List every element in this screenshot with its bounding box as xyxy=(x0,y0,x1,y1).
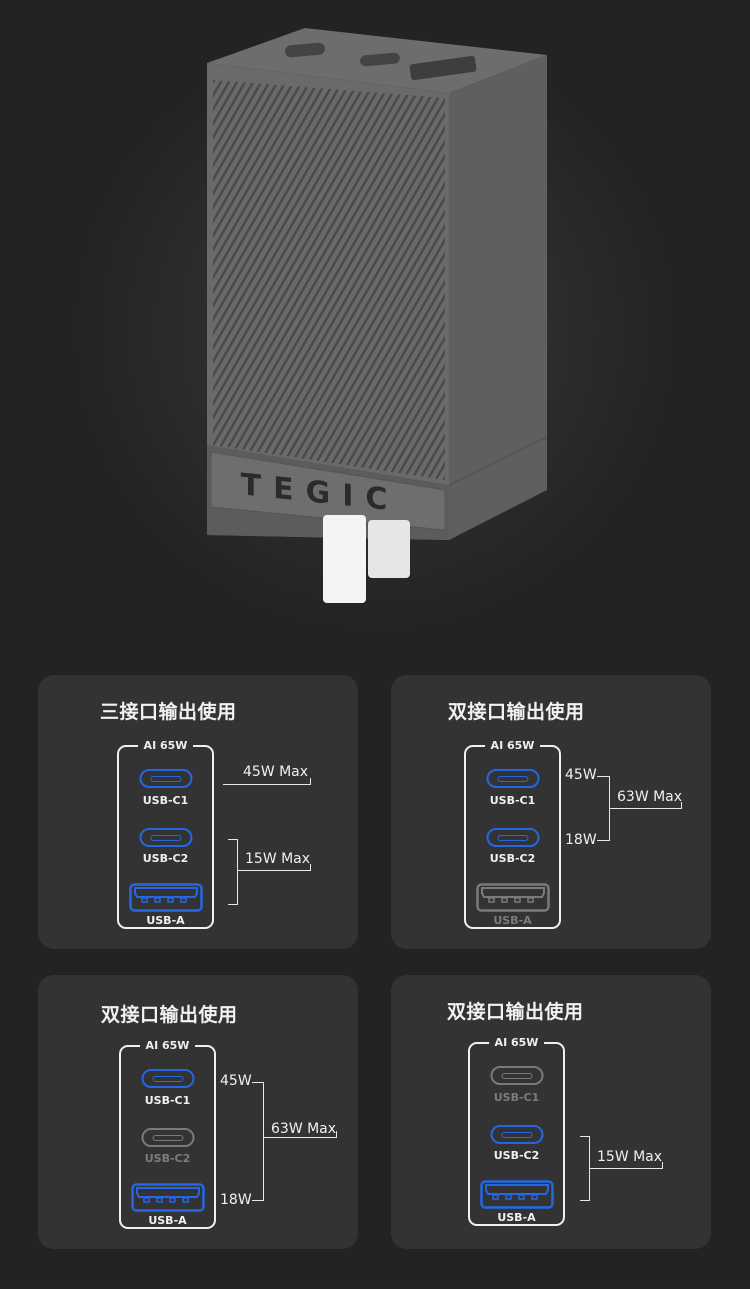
port-label: USB-C2 xyxy=(142,852,189,865)
product-image: TEGIC xyxy=(75,28,675,630)
c1-watt-label: 45W xyxy=(220,1073,252,1089)
c1-max-label: 45W Max xyxy=(243,764,309,780)
usb-c2-port-icon xyxy=(490,1125,543,1144)
box-label: AI 65W xyxy=(139,1038,196,1054)
card-title: 双接口输出使用 xyxy=(447,1001,584,1023)
usb-c1-port-icon xyxy=(486,769,539,788)
port-label: USB-A xyxy=(148,1214,187,1227)
port-box: AI 65W USB-C1 USB-C2 USB-A xyxy=(119,1038,216,1229)
total-max-label: 63W Max xyxy=(617,789,683,805)
box-label: AI 65W xyxy=(484,738,541,754)
a-watt-label: 18W xyxy=(220,1192,252,1208)
port-box: AI 65W USB-C1 USB-C2 USB-A xyxy=(117,738,214,929)
usb-c2-port-icon xyxy=(141,1128,194,1147)
group-max-label: 15W Max xyxy=(245,851,311,867)
usb-a-port-icon xyxy=(128,883,203,912)
port-label: USB-C2 xyxy=(489,852,536,865)
port-label: USB-A xyxy=(146,914,185,927)
usb-c1-port-icon xyxy=(141,1069,194,1088)
usb-a-port-icon xyxy=(479,1180,554,1209)
card-title: 三接口输出使用 xyxy=(100,701,237,723)
total-max-label: 63W Max xyxy=(271,1121,337,1137)
card-three-port: 三接口输出使用 AI 65W USB-C1 USB-C2 USB-A 45W M… xyxy=(38,675,358,949)
usb-c2-port-icon xyxy=(486,828,539,847)
usb-a-port-icon xyxy=(130,1183,205,1212)
card-title: 双接口输出使用 xyxy=(101,1004,238,1026)
port-label: USB-A xyxy=(493,914,532,927)
box-label: AI 65W xyxy=(488,1035,545,1051)
port-box: AI 65W USB-C1 USB-C2 USB-A xyxy=(468,1035,565,1226)
usb-c2-port-icon xyxy=(139,828,192,847)
port-label: USB-C2 xyxy=(144,1152,191,1165)
port-box: AI 65W USB-C1 USB-C2 USB-A xyxy=(464,738,561,929)
card-dual-port-c1-a: 双接口输出使用 AI 65W USB-C1 USB-C2 USB-A 45W 1… xyxy=(38,975,358,1249)
box-label: AI 65W xyxy=(137,738,194,754)
usb-c1-port-icon xyxy=(490,1066,543,1085)
port-label: USB-A xyxy=(497,1211,536,1224)
port-label: USB-C1 xyxy=(489,794,536,807)
port-label: USB-C1 xyxy=(493,1091,540,1104)
port-label: USB-C1 xyxy=(144,1094,191,1107)
port-label: USB-C2 xyxy=(493,1149,540,1162)
group-max-label: 15W Max xyxy=(597,1149,663,1165)
c1-watt-label: 45W xyxy=(565,767,597,783)
port-label: USB-C1 xyxy=(142,794,189,807)
card-dual-port-c2-a: 双接口输出使用 AI 65W USB-C1 USB-C2 USB-A 15W M… xyxy=(391,975,711,1249)
card-dual-port-c1-c2: 双接口输出使用 AI 65W USB-C1 USB-C2 USB-A 45W 1… xyxy=(391,675,711,949)
charger-illustration: TEGIC xyxy=(75,28,675,630)
card-title: 双接口输出使用 xyxy=(448,701,585,723)
usb-c1-port-icon xyxy=(139,769,192,788)
usb-a-port-icon xyxy=(475,883,550,912)
c2-watt-label: 18W xyxy=(565,832,597,848)
